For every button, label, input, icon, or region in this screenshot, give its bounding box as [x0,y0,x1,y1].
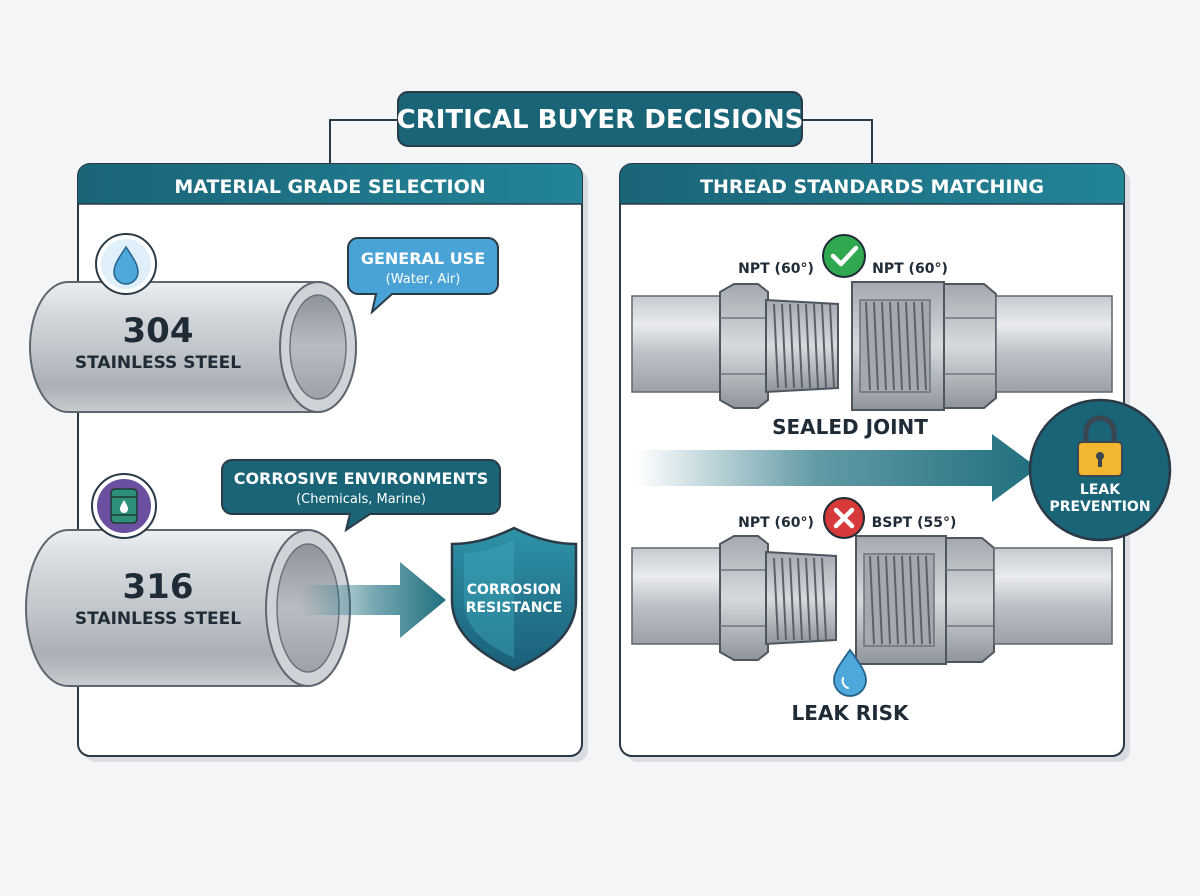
thread-ridge [909,555,915,645]
mismatched-thread-assembly [631,535,1113,665]
thread-ridge [813,303,819,389]
thread-ridge [805,557,811,641]
general-use-title: GENERAL USE [361,249,485,268]
corrosive-sub: (Chemicals, Marine) [296,492,426,507]
grade-316-label: STAINLESS STEEL [75,609,241,629]
resistance-arrow [300,562,446,638]
thread-ridge [829,303,835,389]
thread-ridge [865,301,871,391]
match-right-label: NPT (60°) [872,261,948,277]
thread-ridge [901,555,907,645]
mismatch-left-label: NPT (60°) [738,515,814,531]
thread-ridge [797,303,803,389]
water-drop-icon [95,233,157,295]
padlock-icon [1077,415,1123,477]
leak-prevention-badge: LEAK PREVENTION [1028,398,1172,542]
check-icon [822,234,866,278]
thread-ridge [789,557,795,641]
shield-icon: CORROSION RESISTANCE [450,526,578,672]
thread-ridge [781,303,787,389]
thread-ridge [789,303,795,389]
thread-ridge [925,555,931,645]
thread-ridge [889,301,895,391]
title-box: CRITICAL BUYER DECISIONS [397,91,804,147]
grade-316-number: 316 [123,567,194,607]
corrosive-title: CORROSIVE ENVIRONMENTS [234,469,489,488]
thread-ridge [805,303,811,389]
lock-line1: LEAK [1080,482,1121,498]
leak-risk-caption: LEAK RISK [791,701,910,725]
mismatch-right-label: BSPT (55°) [872,515,957,531]
matched-thread-assembly [631,281,1113,411]
leak-drop-icon [833,648,867,697]
match-left-label: NPT (60°) [738,261,814,277]
page-title: CRITICAL BUYER DECISIONS [397,105,804,135]
sealed-joint-caption: SEALED JOINT [772,415,928,439]
thread-ridge [773,557,779,641]
material-panel-header: MATERIAL GRADE SELECTION [174,176,485,198]
thread-ridge [797,557,803,641]
thread-ridge [897,301,903,391]
grade-304-number: 304 [123,311,194,351]
thread-ridge [821,303,827,389]
shield-line1: CORROSION [467,582,562,598]
thread-ridge [881,301,887,391]
pipe-304: 304 STAINLESS STEEL [29,281,357,413]
grade-304-label: STAINLESS STEEL [75,353,241,373]
thread-ridge [893,555,899,645]
thread-ridge [877,555,883,645]
thread-standards-panel: THREAD STANDARDS MATCHING NPT (60°) NPT … [619,163,1130,762]
thread-ridge [873,301,879,391]
shield-line2: RESISTANCE [466,600,563,616]
thread-ridge [917,555,923,645]
material-grade-panel: MATERIAL GRADE SELECTION 304 STAINLESS S… [25,163,588,762]
thread-ridge [885,555,891,645]
thread-ridge [869,555,875,645]
chemical-barrel-icon [91,473,157,539]
thread-ridge [913,301,919,391]
thread-ridge [773,303,779,389]
lock-line2: PREVENTION [1049,499,1150,515]
thread-panel-header: THREAD STANDARDS MATCHING [700,176,1044,198]
thread-ridge [813,557,819,641]
general-use-bubble: GENERAL USE (Water, Air) [347,237,499,315]
leak-prevention-arrow [636,434,1038,502]
thread-ridge [821,557,827,641]
title-connector-lines [329,119,873,165]
thread-ridge [781,557,787,641]
corrosive-environments-bubble: CORROSIVE ENVIRONMENTS (Chemicals, Marin… [221,459,501,533]
general-use-sub: (Water, Air) [386,272,461,287]
thread-ridge [921,301,927,391]
thread-ridge [905,301,911,391]
cross-icon [823,497,865,539]
